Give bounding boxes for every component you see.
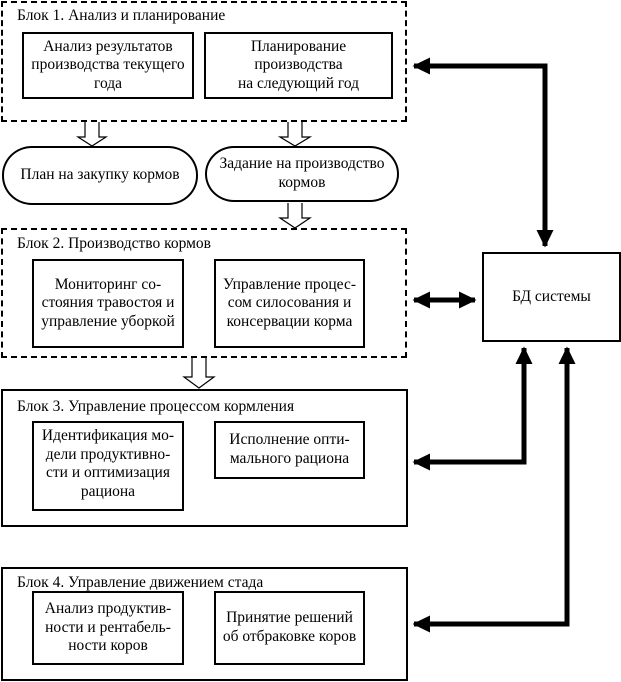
box-text-line: дели продуктивно- (45, 445, 171, 463)
box-text-line: ности и рентабель- (45, 618, 171, 636)
flow-arrow-block1-to-plan (75, 122, 109, 147)
box-text-line: Анализ продуктив- (44, 600, 172, 618)
box-text-line: Мониторинг со- (54, 275, 162, 293)
block-1-analysis-planning (1, 1, 407, 122)
box-ration-execution: Исполнение опти- мального рациона (214, 421, 365, 479)
box-text-line: производства текущего (31, 56, 185, 74)
pill-feed-production-task: Задание на производство кормов (205, 146, 399, 202)
block-3-title: Блок 3. Управление процессом кормления (17, 398, 295, 415)
box-text-line: на следующий год (237, 74, 360, 92)
database-box: БД системы (482, 252, 621, 342)
box-text-line: Анализ результатов (43, 37, 173, 55)
box-text-line: Управление процес- (222, 275, 356, 293)
db-link-block1 (412, 57, 554, 248)
box-text-line: стояния травостоя и (41, 294, 175, 312)
box-text-line: года (93, 74, 123, 92)
box-model-identification: Идентификация мо- дели продуктивно- сти … (32, 421, 184, 511)
box-text-line: сом силосования и (227, 294, 352, 312)
block-4-herd-movement (1, 567, 408, 681)
pill-text-line: План на закупку кормов (20, 166, 180, 184)
box-text-line: производства (254, 56, 343, 74)
box-planning-next-year: Планирование производства на следующий г… (204, 32, 393, 99)
box-silage-management: Управление процес- сом силосования и кон… (214, 259, 365, 348)
flow-arrow-task-to-block2 (278, 203, 312, 229)
box-text-line: сти и оптимизация (46, 464, 170, 482)
box-text-line: об отбраковке коров (222, 628, 357, 645)
block-1-title: Блок 1. Анализ и планирование (17, 7, 226, 24)
pill-text-line: Задание на производство (219, 155, 385, 173)
block-3-feeding-control (1, 389, 408, 527)
box-text-line: рациона (80, 482, 136, 500)
box-productivity-analysis: Анализ продуктив- ности и рентабель- нос… (32, 591, 184, 665)
db-link-block4 (412, 346, 576, 633)
box-grass-monitoring: Мониторинг со- стояния травостоя и управ… (32, 259, 184, 348)
box-text-line: мального рациона (229, 450, 350, 467)
box-text-line: консервации корма (226, 312, 353, 330)
box-culling-decisions: Принятие решений об отбраковке коров (214, 591, 365, 665)
box-text-line: Планирование (250, 37, 347, 55)
box-text-line: ности коров (68, 637, 148, 655)
box-text-line: Исполнение опти- (229, 431, 350, 449)
box-text-line: Принятие решений (226, 609, 353, 627)
flow-arrow-block1-to-task (277, 122, 313, 147)
pill-feed-purchase-plan: План на закупку кормов (2, 146, 198, 205)
block-2-feed-production (1, 228, 407, 358)
block-4-title: Блок 4. Управление движением стада (17, 574, 264, 591)
block-2-title: Блок 2. Производство кормов (17, 235, 211, 252)
flow-arrow-block2-to-block3 (182, 358, 216, 389)
database-label: БД системы (512, 287, 591, 305)
box-text-line: управление уборкой (41, 312, 175, 330)
db-link-block3 (412, 346, 533, 471)
box-text-line: Идентификация мо- (41, 427, 175, 444)
box-analysis-current-year: Анализ результатов производства текущего… (22, 32, 194, 99)
pill-text-line: кормов (278, 174, 326, 191)
